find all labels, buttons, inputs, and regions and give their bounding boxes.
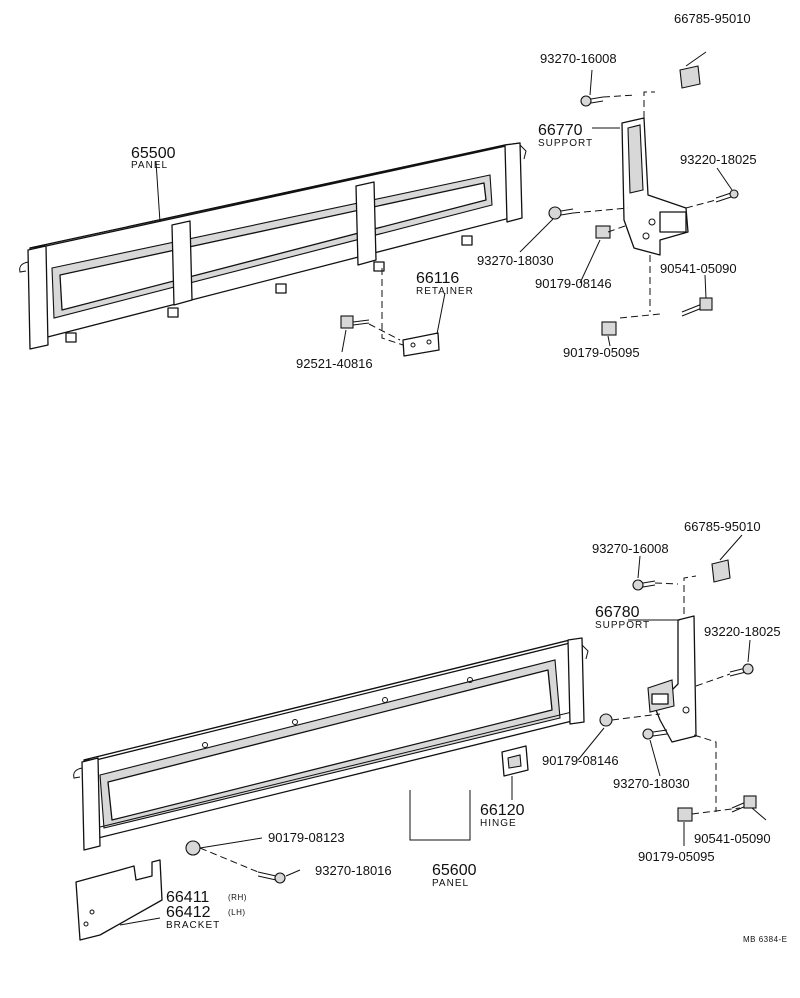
screw-18030-top xyxy=(548,206,574,220)
label-90179-08146-bottom: 90179-08146 xyxy=(542,753,619,768)
nut-08146-bottom xyxy=(599,713,613,727)
nut-08146-top xyxy=(595,225,611,239)
bolt-05090-bottom xyxy=(731,795,757,813)
support-66780 xyxy=(647,615,697,743)
label-66785-95010-bottom: 66785-95010 xyxy=(684,519,761,534)
nut-05095-top xyxy=(601,321,617,336)
label-66412: 66412 xyxy=(166,904,211,921)
label-66120: 66120 xyxy=(480,802,525,819)
label-93220-18025-bottom: 93220-18025 xyxy=(704,624,781,639)
screw-18025-top xyxy=(715,189,739,203)
label-93270-18030-top: 93270-18030 xyxy=(477,253,554,268)
reference-code: MB 6384-E xyxy=(743,935,788,944)
label-66411: 66411 xyxy=(166,889,209,906)
nut-05095-bottom xyxy=(677,807,693,822)
label-hinge: HINGE xyxy=(480,818,517,829)
label-retainer: RETAINER xyxy=(416,286,474,297)
screw-16008-bottom xyxy=(632,579,656,591)
clip-66785-top xyxy=(679,65,701,89)
screw-18016 xyxy=(257,871,286,884)
bracket-66411-66412 xyxy=(75,859,163,941)
panel-65600 xyxy=(73,637,589,851)
label-support-bottom: SUPPORT xyxy=(595,620,650,631)
label-90541-05090-bottom: 90541-05090 xyxy=(694,831,771,846)
label-93220-18025-top: 93220-18025 xyxy=(680,152,757,167)
screw-18030-bottom xyxy=(642,728,668,740)
label-90179-05095-top: 90179-05095 xyxy=(563,345,640,360)
label-panel-bottom: PANEL xyxy=(432,878,469,889)
bolt-05090-top xyxy=(681,297,713,317)
label-90179-08146-top: 90179-08146 xyxy=(535,276,612,291)
label-66785-95010-top: 66785-95010 xyxy=(674,11,751,26)
label-rh: (RH) xyxy=(228,893,247,902)
panel-65500 xyxy=(19,142,527,350)
label-66770: 66770 xyxy=(538,122,583,139)
label-92521-40816: 92521-40816 xyxy=(296,356,373,371)
label-lh: (LH) xyxy=(228,908,246,917)
support-66770 xyxy=(621,117,689,256)
label-66116: 66116 xyxy=(416,270,459,287)
hinge-66120 xyxy=(501,745,529,777)
clip-66785-bottom xyxy=(711,559,731,583)
label-93270-18016: 93270-18016 xyxy=(315,863,392,878)
label-90541-05090-top: 90541-05090 xyxy=(660,261,737,276)
label-93270-16008-bottom: 93270-16008 xyxy=(592,541,669,556)
label-65600: 65600 xyxy=(432,862,477,879)
screw-16008-top xyxy=(580,95,604,107)
nut-08123 xyxy=(185,840,201,856)
label-66780: 66780 xyxy=(595,604,640,621)
retainer-66116 xyxy=(402,332,440,357)
label-support-top: SUPPORT xyxy=(538,138,593,149)
label-90179-08123: 90179-08123 xyxy=(268,830,345,845)
bolt-92521 xyxy=(340,315,370,329)
label-90179-05095-bottom: 90179-05095 xyxy=(638,849,715,864)
label-bracket: BRACKET xyxy=(166,920,220,931)
label-93270-16008-top: 93270-16008 xyxy=(540,51,617,66)
label-65500: 65500 xyxy=(131,145,176,162)
screw-18025-bottom xyxy=(729,663,754,677)
label-panel-top: PANEL xyxy=(131,160,168,171)
label-93270-18030-bottom: 93270-18030 xyxy=(613,776,690,791)
